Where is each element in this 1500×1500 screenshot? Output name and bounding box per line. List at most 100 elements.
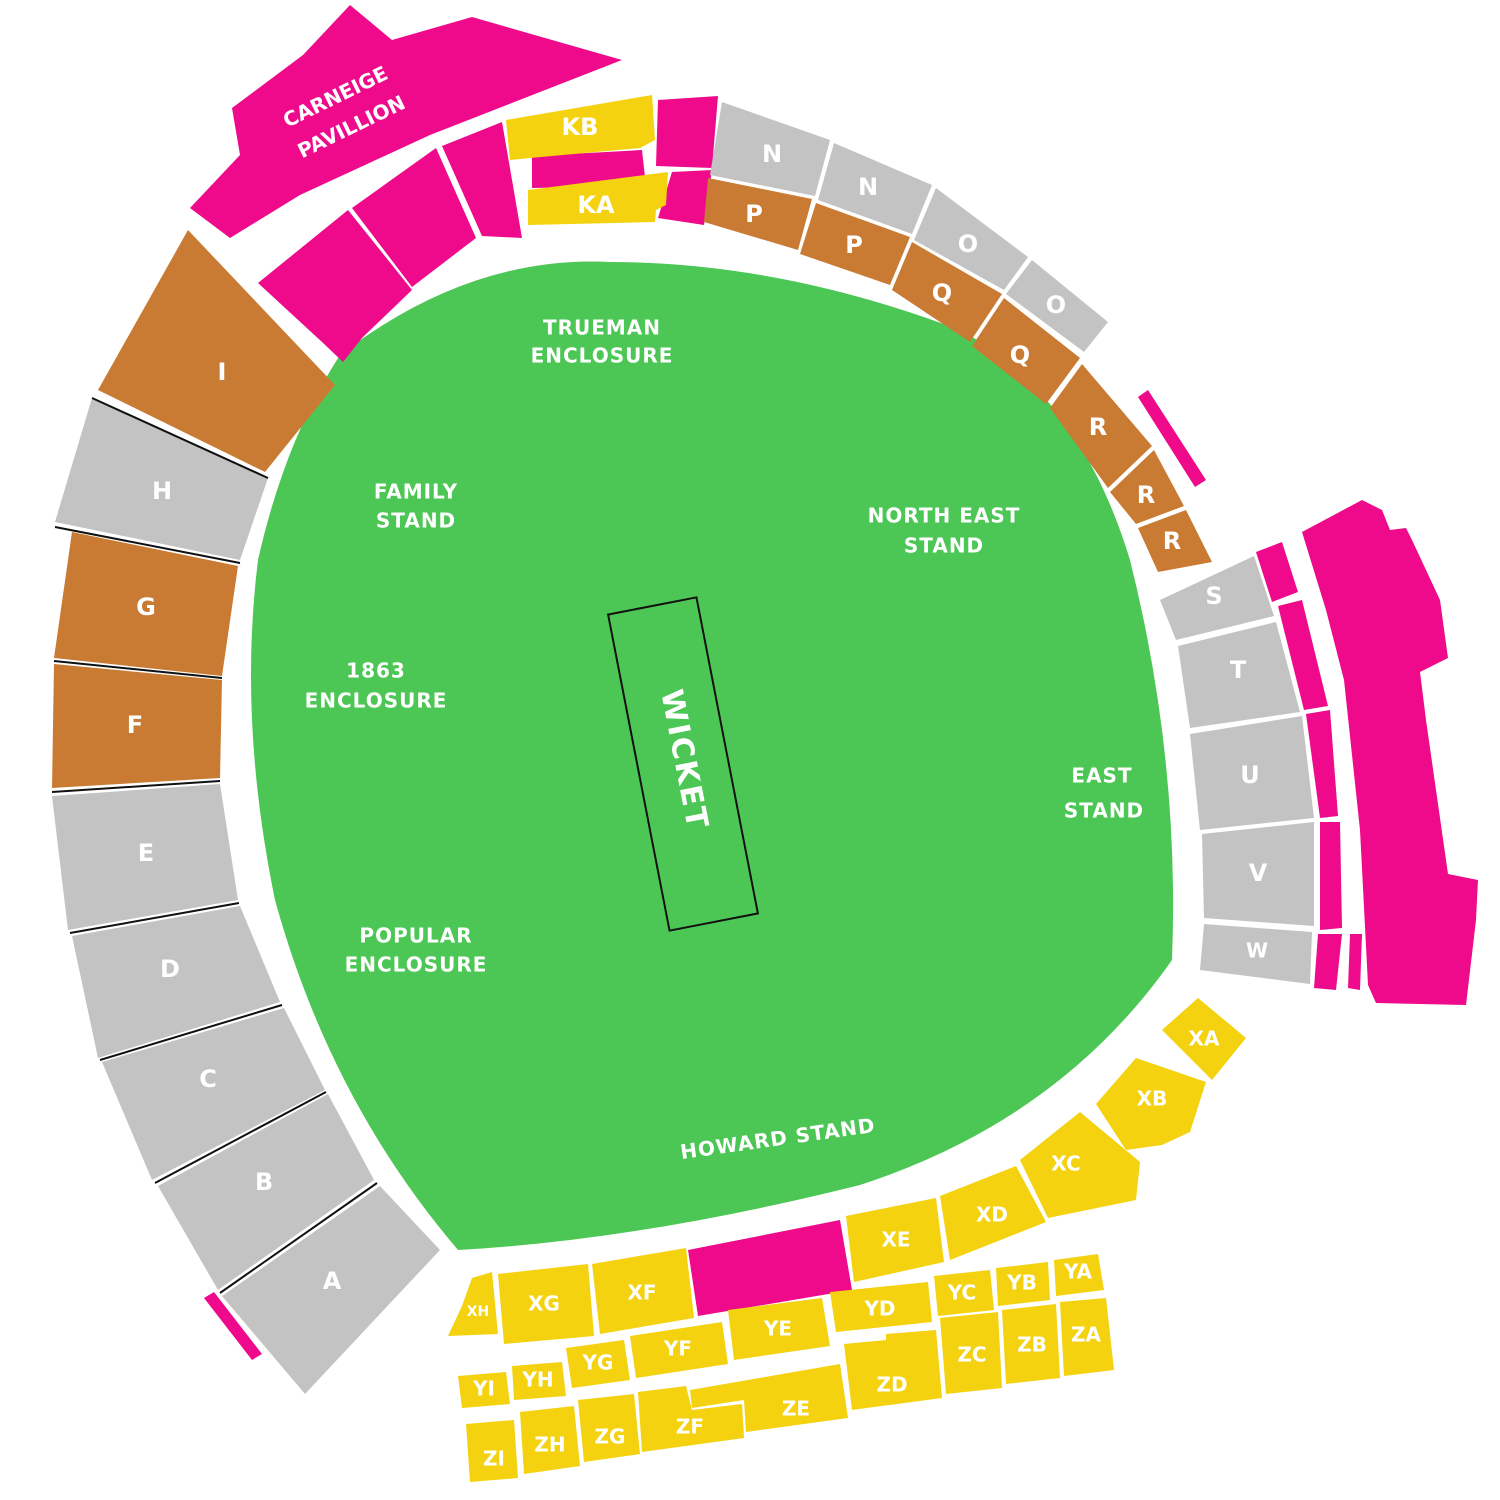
section-t-block [1178,622,1300,728]
section-xd[interactable]: XD [940,1166,1046,1260]
section-r-1-label: R [1089,413,1107,441]
section-r-2-label: R [1137,481,1155,509]
section-p-1[interactable]: P [704,178,812,250]
pink-strip-east-2 [1278,600,1328,710]
section-zg[interactable]: ZG [578,1394,640,1462]
section-b-block [158,1094,374,1290]
carneige-pavilion[interactable]: CARNEIGE PAVILLION [190,5,622,238]
section-ya[interactable]: YA [1054,1254,1104,1296]
section-zc-label: ZC [957,1343,986,1367]
section-zh[interactable]: ZH [520,1406,580,1474]
section-c[interactable]: C [102,1008,325,1180]
section-v[interactable]: V [1202,822,1314,926]
section-xh[interactable]: XH [448,1272,498,1336]
pink-block-kb-right [656,96,718,168]
section-xh-block [448,1272,498,1336]
pink-strip-east-6 [1348,934,1362,990]
section-zb-label: ZB [1017,1333,1047,1357]
section-yg[interactable]: YG [566,1340,630,1388]
wicket-outline [606,596,760,932]
section-zd[interactable]: ZD [844,1330,942,1410]
pink-strip-east-3 [1306,710,1338,818]
section-ka[interactable]: KA [528,172,668,225]
section-o-2[interactable]: O [1006,260,1108,352]
section-kb[interactable]: KB [506,95,655,160]
section-yf-label: YF [663,1337,692,1361]
section-yc[interactable]: YC [934,1270,994,1316]
section-a-label: A [323,1267,342,1295]
section-w[interactable]: W [1200,924,1312,984]
section-n-2[interactable]: N [818,143,932,234]
section-f[interactable]: F [52,664,222,788]
section-yi-label: YI [472,1377,495,1401]
section-zh-label: ZH [534,1433,565,1457]
section-e[interactable]: E [52,784,238,930]
section-i-label: I [218,358,227,386]
section-n-2-label: N [858,173,878,201]
section-xd-label: XD [976,1203,1008,1227]
section-ze[interactable]: ZE [690,1364,848,1432]
section-xc-label: XC [1051,1152,1080,1176]
section-h-label: H [152,477,172,505]
section-w-block [1200,924,1312,984]
stand-1863-line1: 1863 [346,659,406,683]
section-c-block [102,1008,325,1180]
section-ye[interactable]: YE [728,1298,830,1360]
section-v-label: V [1249,859,1268,887]
section-s-label: S [1205,582,1222,610]
section-a[interactable]: A [222,1186,440,1394]
section-q-2-block [972,298,1080,404]
section-zi[interactable]: ZI [466,1420,518,1482]
section-xb[interactable]: XB [1096,1058,1206,1150]
section-q-1[interactable]: Q [892,242,1002,342]
section-xe-block [846,1198,944,1282]
section-g[interactable]: G [54,532,238,676]
section-zd-label: ZD [876,1373,907,1397]
section-r-2[interactable]: R [1110,450,1184,524]
section-r-3[interactable]: R [1138,510,1212,572]
section-yb[interactable]: YB [996,1262,1050,1306]
pink-strip-east-5 [1314,934,1342,990]
section-yi-block [458,1372,510,1408]
section-i[interactable]: I [98,230,335,472]
section-zb[interactable]: ZB [1002,1304,1060,1384]
section-ze-label: ZE [782,1397,810,1421]
section-s-block [1160,556,1274,640]
section-o-1[interactable]: O [914,188,1028,290]
section-q-2[interactable]: Q [972,298,1080,404]
section-s[interactable]: S [1160,556,1274,640]
section-t[interactable]: T [1178,622,1300,728]
pink-strip-east-1 [1256,542,1298,602]
section-o-1-block [914,188,1028,290]
section-d[interactable]: D [72,906,280,1058]
section-xg-block [498,1264,594,1344]
section-xa[interactable]: XA [1162,998,1246,1080]
section-u[interactable]: U [1190,716,1314,830]
section-o-1-label: O [958,230,978,258]
section-r-3-block [1138,510,1212,572]
section-xg[interactable]: XG [498,1264,594,1344]
section-yf[interactable]: YF [630,1322,728,1378]
section-c-label: C [199,1065,217,1093]
section-zc-block [940,1312,1002,1394]
section-zc[interactable]: ZC [940,1312,1002,1394]
section-h[interactable]: H [55,398,268,560]
section-xc[interactable]: XC [1020,1112,1140,1218]
section-zg-label: ZG [595,1425,626,1449]
pavilion-block [190,5,622,238]
section-xb-label: XB [1137,1087,1168,1111]
section-zf[interactable]: ZF [638,1386,744,1452]
section-xe[interactable]: XE [846,1198,944,1282]
section-n-1[interactable]: N [710,102,830,196]
section-xc-block [1020,1112,1140,1218]
section-yd[interactable]: YD [830,1282,932,1332]
section-yh[interactable]: YH [512,1362,566,1400]
section-yd-block [830,1282,932,1332]
section-xf[interactable]: XF [592,1248,694,1334]
section-p-2[interactable]: P [800,203,910,285]
section-za[interactable]: ZA [1060,1298,1114,1376]
section-yi[interactable]: YI [458,1372,510,1408]
section-r-1[interactable]: R [1050,364,1152,488]
section-b[interactable]: B [158,1094,374,1290]
section-yh-block [512,1362,566,1400]
